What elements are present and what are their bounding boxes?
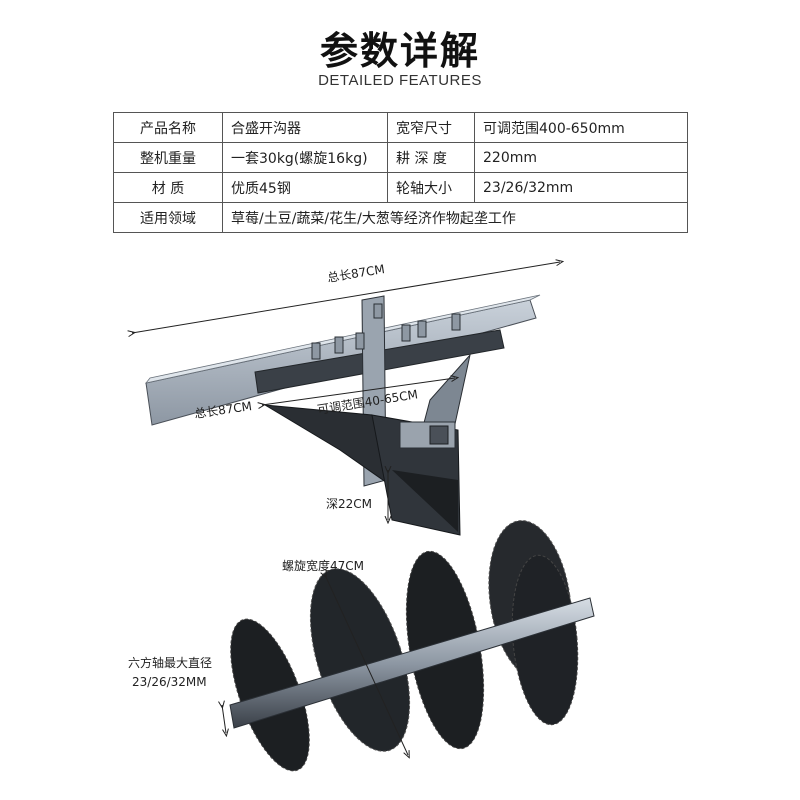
shaft-diameter-dimension-line xyxy=(222,705,226,733)
spec-label: 整机重量 xyxy=(113,142,223,173)
hex-shaft-label-line1: 六方轴最大直径 xyxy=(128,655,212,670)
spec-table: 产品名称 合盛开沟器 宽窄尺寸 可调范围400-650mm 整机重量 一套30k… xyxy=(113,112,688,233)
table-row: 适用领域 草莓/土豆/蔬菜/花生/大葱等经济作物起垄工作 xyxy=(113,202,688,233)
spiral-width-label: 螺旋宽度47CM xyxy=(282,558,364,573)
spec-value: 草莓/土豆/蔬菜/花生/大葱等经济作物起垄工作 xyxy=(222,202,688,233)
spec-value: 可调范围400-650mm xyxy=(474,112,688,143)
page-subtitle: DETAILED FEATURES xyxy=(318,72,482,89)
page-title: 参数详解 xyxy=(319,29,480,73)
hex-shaft-label-line2: 23/26/32MM xyxy=(132,675,207,689)
spec-value: 一套30kg(螺旋16kg) xyxy=(222,142,388,173)
spec-label: 轮轴大小 xyxy=(387,172,475,203)
length-dimension-line xyxy=(132,262,560,333)
spiral-auger xyxy=(229,520,595,772)
spec-label: 适用领域 xyxy=(113,202,223,233)
spec-value: 23/26/32mm xyxy=(474,172,688,203)
total-length-top-label: 总长87CM xyxy=(326,262,385,285)
width-dimension-line xyxy=(262,378,455,405)
table-row: 整机重量 一套30kg(螺旋16kg) 耕 深 度 220mm xyxy=(113,142,688,173)
spec-label: 耕 深 度 xyxy=(387,142,475,173)
depth-label: 深22CM xyxy=(326,497,372,511)
table-row: 产品名称 合盛开沟器 宽窄尺寸 可调范围400-650mm xyxy=(113,112,688,143)
table-row: 材 质 优质45钢 轮轴大小 23/26/32mm xyxy=(113,172,688,203)
spiral-width-dimension-line xyxy=(325,575,408,755)
